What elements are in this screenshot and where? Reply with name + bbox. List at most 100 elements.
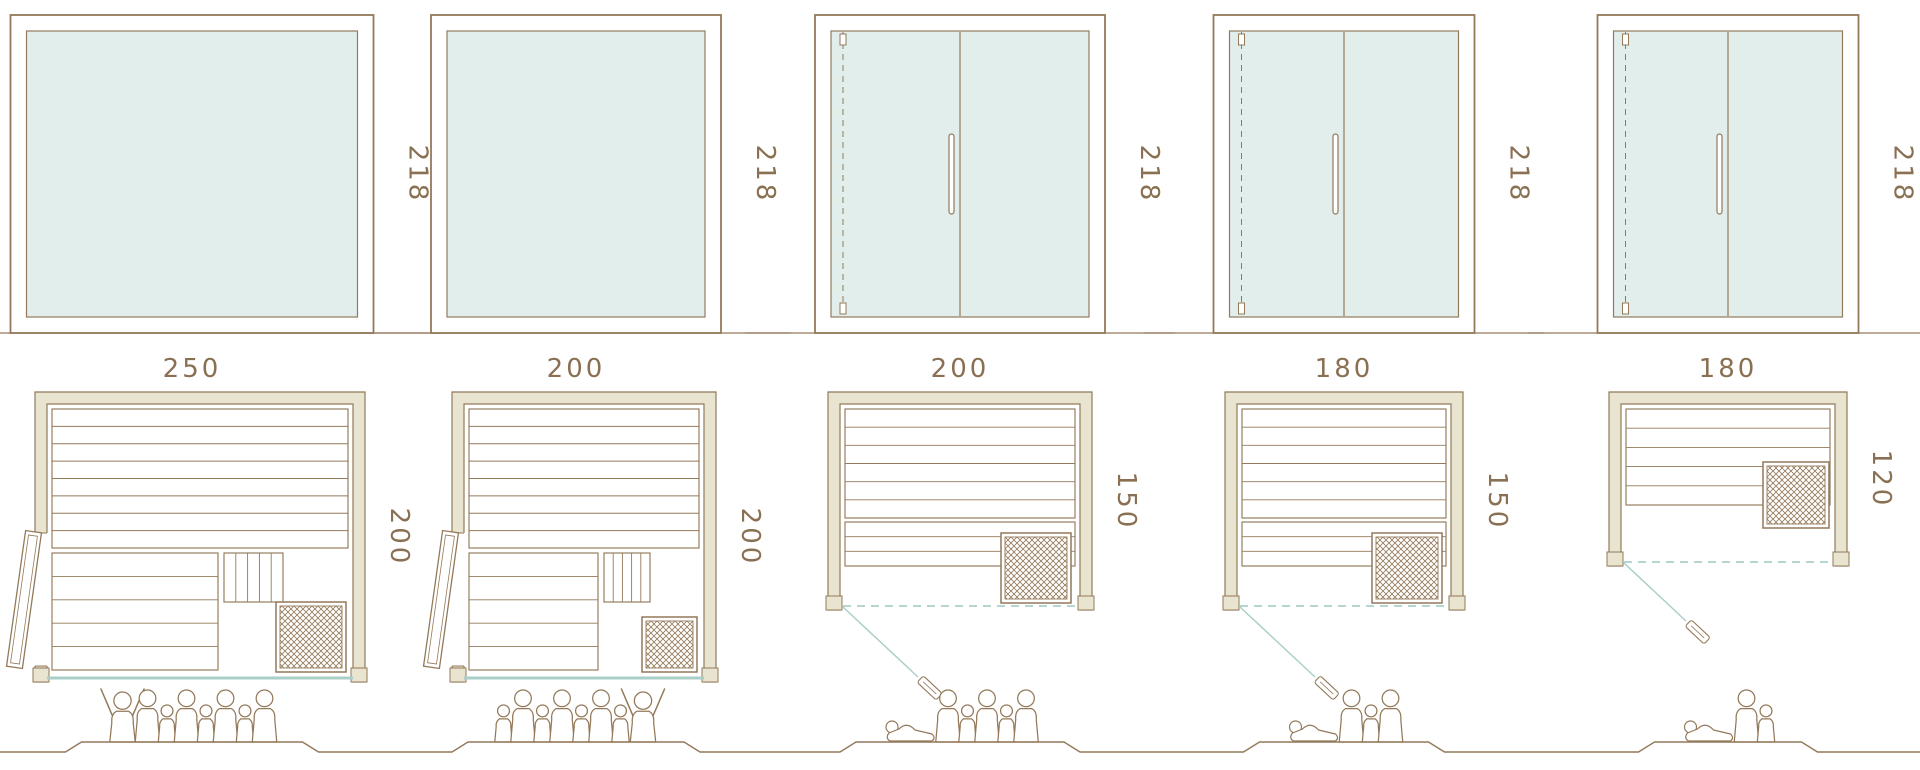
person-icon [549, 689, 575, 743]
hinge-top-icon [1238, 33, 1245, 46]
depth-label: 150 [1482, 472, 1512, 531]
sauna-variant-250x200: 250 218 200 [0, 14, 444, 743]
open-door-leaf [422, 529, 460, 670]
person-icon [1733, 689, 1760, 743]
sauna-variant-200x150: 200 218 150 [745, 14, 1175, 743]
front-post-left [825, 595, 843, 611]
person-icon [1338, 689, 1365, 743]
door-swing [1239, 606, 1339, 700]
person-icon [212, 689, 239, 743]
width-label: 180 [1699, 354, 1758, 384]
capacity-group [885, 689, 1039, 743]
width-label: 200 [931, 354, 990, 384]
width-label: 250 [163, 354, 222, 384]
door-handle [1332, 133, 1339, 215]
upper-bench [51, 408, 349, 549]
floor-plan [1222, 391, 1466, 700]
open-door-leaf [5, 529, 43, 670]
person-icon [935, 689, 961, 743]
hinge-top-icon [1622, 33, 1629, 46]
sauna-variant-180x120: 180 218 120 [1527, 14, 1920, 743]
lower-bench [51, 552, 219, 671]
upper-bench [844, 408, 1076, 519]
front-elevation [1143, 14, 1545, 334]
person-icon [1377, 689, 1404, 743]
person-icon [974, 689, 1000, 743]
hinge-top-icon [839, 33, 847, 46]
front-elevation [361, 14, 791, 334]
upper-bench [1241, 408, 1447, 519]
person-icon [494, 704, 513, 743]
front-elevation [1527, 14, 1920, 334]
front-post-left [1606, 551, 1624, 567]
front-elevation [0, 14, 444, 334]
front-elevation [745, 14, 1175, 334]
person-icon [510, 689, 536, 743]
front-post-right [1077, 595, 1095, 611]
open-door-leaf [917, 676, 942, 700]
heater [1762, 461, 1830, 529]
lower-bench [468, 552, 599, 671]
ground-line [0, 741, 1920, 753]
depth-label: 120 [1866, 450, 1896, 509]
front-post-right [1448, 595, 1466, 611]
front-post-left [449, 667, 467, 683]
reclining-person-icon [1288, 720, 1339, 742]
floor-plan [1606, 391, 1850, 644]
door-swing [842, 606, 942, 700]
person-icon [134, 689, 161, 743]
hinge-bottom-icon [839, 302, 847, 315]
upper-bench [468, 408, 700, 549]
width-label: 180 [1315, 354, 1374, 384]
door-handle [948, 133, 955, 215]
front-post-right [350, 667, 368, 683]
person-icon [157, 704, 177, 743]
person-icon [588, 689, 614, 743]
floor-plan [5, 391, 368, 683]
capacity-group [494, 688, 666, 743]
person-icon [196, 704, 216, 743]
heater [641, 616, 698, 673]
heater [1000, 532, 1072, 604]
hinge-bottom-icon [1238, 302, 1245, 315]
capacity-group [100, 688, 278, 743]
depth-label: 200 [735, 508, 765, 567]
depth-label: 200 [384, 508, 414, 567]
person-icon [173, 689, 200, 743]
person-icon [997, 704, 1016, 743]
backrest-slats [603, 552, 651, 603]
person-icon [1013, 689, 1039, 743]
sauna-variant-200x200: 200 218 200 [361, 14, 791, 743]
height-label: 218 [750, 145, 780, 204]
reclining-person-icon [885, 720, 935, 742]
height-label: 218 [403, 145, 433, 204]
width-label: 200 [547, 354, 606, 384]
heater [275, 601, 347, 673]
height-label: 218 [1888, 145, 1918, 204]
depth-label: 150 [1111, 472, 1141, 531]
front-post-left [1222, 595, 1240, 611]
front-post-right [1832, 551, 1850, 567]
open-door-leaf [1685, 620, 1710, 644]
person-icon [235, 704, 255, 743]
person-icon [1361, 704, 1381, 743]
person-icon [251, 689, 278, 743]
reclining-person-icon [1683, 720, 1734, 742]
backrest-slats [223, 552, 284, 603]
floor-plan [422, 391, 719, 683]
door-swing [1623, 562, 1710, 644]
floor-plan [825, 391, 1095, 700]
glass-pane [25, 30, 359, 318]
capacity-group [1683, 689, 1776, 743]
height-label: 218 [1134, 145, 1164, 204]
person-icon [611, 704, 630, 743]
person-icon [533, 704, 552, 743]
front-post-right [701, 667, 719, 683]
front-post-left [32, 667, 50, 683]
hinge-bottom-icon [1622, 302, 1629, 315]
person-icon [572, 704, 591, 743]
person-icon [620, 688, 666, 743]
